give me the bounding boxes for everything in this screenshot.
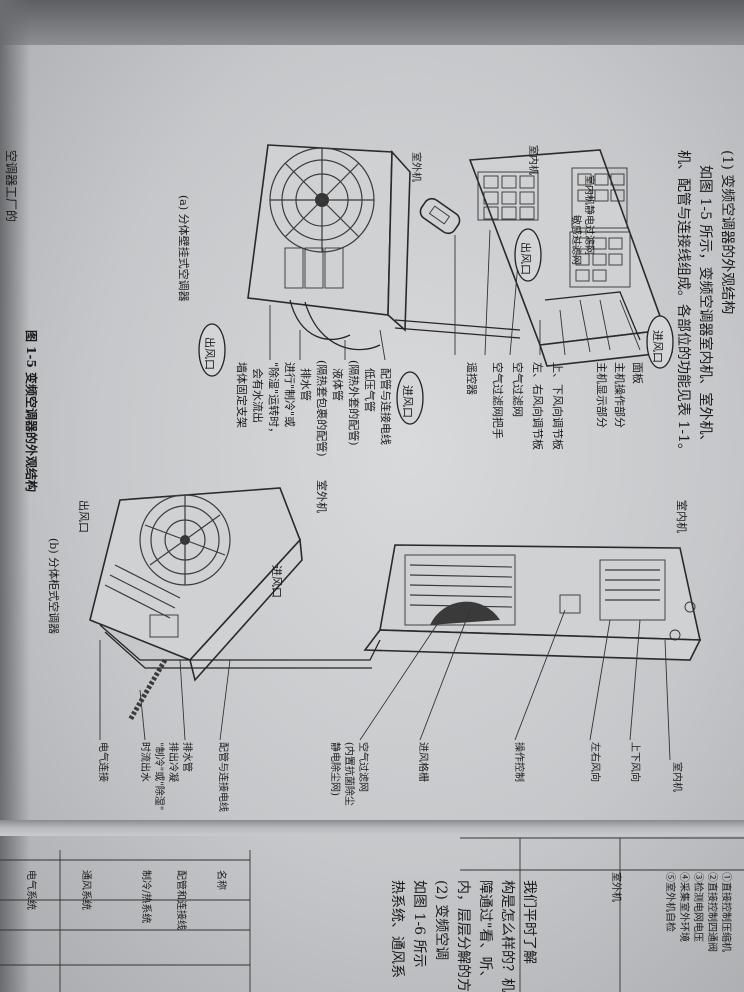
fig-b-inlet: 进风口 (270, 565, 283, 598)
fig-b-callout-filter: 空气过滤网 (357, 742, 368, 792)
fig-b-caption: (b) 分体柜式空调器 (47, 538, 60, 635)
fig-a-caption: (a) 分体壁挂式空调器 (177, 195, 190, 302)
side-item-2: ②直接控制四通阀 (706, 872, 717, 952)
next-page-heading: 空调器工厂的 (4, 150, 18, 223)
fig-b-outdoor-label: 室外机 (315, 480, 328, 513)
fig-b-callout-electrical: 电气连接 (97, 742, 108, 782)
next-para-5: (2) 变频空调 (433, 880, 449, 961)
callout-horizontal-louver: 左、右风向调节板 (531, 362, 544, 450)
floor-indoor-unit (363, 544, 702, 661)
callout-insulated-pipe: (隔热外套的配管) (347, 360, 360, 446)
callout-drain-pipe: 排水管 (299, 368, 312, 401)
figure-caption: 图 1-5 变频空调器的外观结构 (24, 330, 38, 493)
table-header: 名称 (215, 870, 226, 890)
side-item-4: ④采集室外环境 (678, 872, 689, 942)
next-para-2: 构是怎么样的？机 (499, 880, 515, 992)
side-item-0: 室外机 (610, 872, 621, 902)
fig-b-callout-indoor: 室内机 (671, 762, 682, 792)
fig-a-inlet-right: 进风口 (401, 385, 414, 418)
floor-outdoor-unit (89, 487, 381, 722)
callout-piping: 配管与连接电线 (379, 368, 392, 445)
intro-line-3: 机、配管与连接线组成。各部位的功能见表 1-1。 (675, 150, 691, 457)
callout-main-display: 主机显示部分 (595, 362, 608, 428)
callout-wrapped-pipe: (隔热套包裹的配管) (315, 360, 328, 457)
next-para-4: 内，层层分解的方 (455, 880, 471, 992)
table-row-3: 通风系统 (80, 870, 91, 910)
callout-drain-note-3: 会有水流出 (251, 368, 264, 423)
intro-line-1: (1) 变频空调器的外观结构 (719, 150, 735, 315)
callout-remote: 遥控器 (465, 362, 478, 395)
inlet-bubble-a-top (646, 315, 674, 369)
book-gutter (0, 820, 744, 836)
fig-b-callout-piping: 配管与连接电线 (217, 742, 228, 812)
wall-outdoor-unit (247, 144, 521, 351)
table-row-1: 配管和连接线 (175, 870, 186, 930)
outlet-bubble-a-mid (514, 228, 542, 282)
table-row-4: 电气系统 (25, 870, 36, 910)
outlet-bubble-a-bottom (198, 323, 226, 377)
next-para-7: 热系统、通风系 (389, 880, 405, 978)
fig-a-outlet-mid: 出风口 (519, 242, 532, 275)
page-edge-shadow (0, 0, 744, 45)
fig-b-callout-grille: 进风格栅 (417, 742, 428, 782)
fig-b-callout-horizontal: 左右风向 (589, 742, 600, 782)
callout-drain-note-2: "除湿"运转时， (267, 362, 280, 439)
fig-a-panel-note: 室内机静电过滤网 (583, 175, 594, 255)
callout-wall-bracket: 墙体固定支架 (235, 362, 248, 428)
callout-low-pressure-pipe: 低压气管 (363, 368, 376, 412)
fig-b-callout-filter-note-1: (内置抗菌除尘 (343, 742, 354, 806)
callout-vertical-louver: 上、下风向调节板 (551, 362, 564, 450)
fig-b-callout-vertical: 上下风向 (629, 742, 640, 782)
fig-a-outdoor-label: 室外机 (410, 152, 421, 182)
callout-panel: 面板 (631, 362, 644, 384)
callout-leaders-b (99, 609, 671, 761)
intro-line-2: 如图 1-5 所示，变频空调器室内机、室外机、 (697, 165, 713, 449)
table-row-2: 制冷/热系统 (140, 870, 151, 924)
callout-main-controls: 主机操作部分 (613, 362, 626, 428)
fig-b-callout-controls: 操作控制 (513, 742, 524, 782)
fig-b-indoor-label: 室内机 (675, 500, 688, 533)
fig-b-outlet: 出风口 (77, 500, 90, 533)
fig-a-inlet-top: 进风口 (651, 330, 664, 363)
callout-drain-note-1: 进行"制冷"或 (283, 362, 296, 428)
inlet-bubble-a-right (396, 371, 424, 425)
fig-b-callout-filter-note-2: 静电除尘网) (329, 742, 340, 796)
fig-a-filter-note: 敏感过滤网 (570, 215, 581, 265)
side-item-3: ③检测电网电压 (692, 872, 703, 942)
fig-b-callout-drain-note-1: 排出冷凝 (167, 742, 178, 782)
fig-b-callout-drain-note-2: "制冷"或"除湿" (153, 742, 164, 811)
callout-liquid-pipe: 液体管 (331, 368, 344, 401)
callout-filter-handle: 空气过滤网把手 (491, 362, 504, 439)
fig-b-callout-drain: 排水管 (181, 742, 192, 772)
remote-control (419, 197, 461, 235)
callout-air-filter: 空气过滤网 (511, 362, 524, 417)
fig-a-indoor-label: 室内机 (527, 145, 538, 175)
next-para-6: 如图 1-6 所示 (411, 880, 427, 968)
side-item-5: ⑤室外机自检 (664, 872, 675, 932)
wall-indoor-unit (468, 149, 674, 367)
next-page-table-lines (0, 837, 744, 992)
next-para-3: 障通过"看、听、 (477, 880, 493, 985)
side-item-1: ①直接控制压缩机 (720, 872, 731, 952)
fig-b-callout-drain-note-3: 时流出水 (139, 742, 150, 782)
next-para-1: 我们平时了解 (521, 880, 537, 964)
fig-a-outlet-bottom: 出风口 (203, 337, 216, 370)
